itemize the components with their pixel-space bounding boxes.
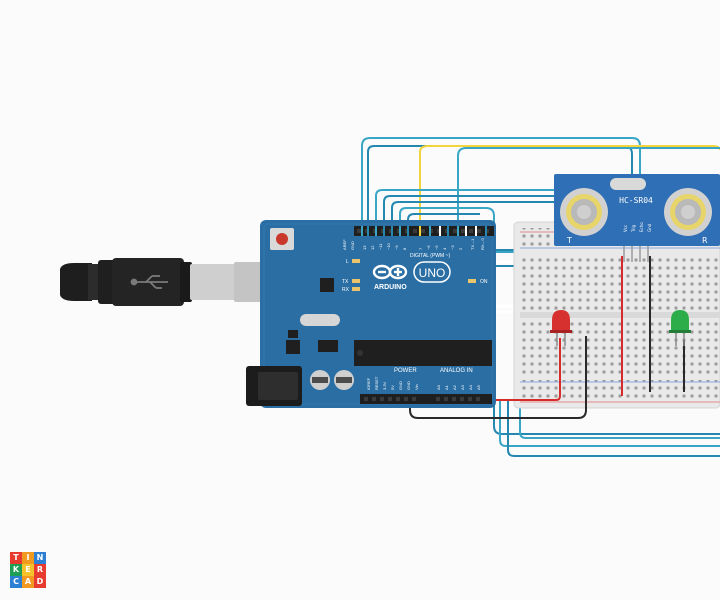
pin-label-8: 8	[402, 247, 407, 250]
pin-label-a3: A3	[460, 384, 465, 390]
receiver	[664, 188, 712, 236]
pin-label-2: 2	[458, 247, 463, 250]
green-led[interactable]	[669, 310, 691, 346]
bottom-header-pins	[364, 397, 480, 401]
breadboard-wires[interactable]	[406, 256, 685, 419]
led-rx	[352, 287, 360, 291]
usb-port	[234, 262, 264, 302]
logo-letter: C	[10, 576, 22, 588]
sensor-model: HC-SR04	[619, 196, 653, 205]
reset-button[interactable]	[270, 228, 294, 250]
pin-label-vin: Vin	[414, 384, 419, 390]
dc-jack-inner	[258, 372, 298, 400]
analog-label: ANALOG IN	[440, 368, 473, 374]
pin-label-reset: RESET	[374, 376, 379, 390]
pin-label-5: ~5	[434, 245, 439, 250]
regulator-body	[286, 340, 300, 354]
pin-label-gnd: GND	[350, 241, 355, 250]
logo-letter: T	[10, 552, 22, 564]
breadboard[interactable]	[513, 221, 720, 409]
led-label-rx: RX	[342, 287, 350, 293]
pin-label-5v: 5V	[390, 385, 395, 390]
uno-badge	[413, 261, 451, 283]
pin-label-13: 13	[362, 245, 367, 250]
logo-letter: E	[22, 564, 34, 576]
tinkercad-logo: T I N K E R C A D	[10, 552, 46, 588]
arduino-model: UNO	[419, 266, 446, 280]
led-label-tx: TX	[342, 279, 349, 285]
pin-label-7: 7	[418, 247, 423, 250]
pin-label-3v3: 3.3V	[382, 381, 387, 390]
logo-letter: A	[22, 576, 34, 588]
pin-label-11: ~11	[378, 243, 383, 250]
pin-label-aref: AREF	[342, 239, 347, 250]
sensor-pin-trig: Trig	[631, 224, 636, 233]
pin-label-ioref: IOREF	[366, 377, 371, 390]
pin-label-9: ~9	[394, 245, 399, 250]
logo-letter: I	[22, 552, 34, 564]
sensor-label-t: T	[566, 236, 572, 245]
power-led	[468, 279, 476, 283]
chip-notch	[357, 350, 363, 356]
pin-label-gnd2: GND	[406, 381, 411, 390]
logo-letter: N	[34, 552, 46, 564]
red-led[interactable]	[550, 310, 572, 346]
usb-symbol-icon	[130, 275, 168, 289]
led-l	[352, 259, 360, 263]
pin-label-4: 4	[442, 247, 447, 250]
logo-letter: D	[34, 576, 46, 588]
sensor-label-r: R	[702, 236, 708, 245]
pin-label-12: 12	[370, 245, 375, 250]
power-label: POWER	[394, 368, 417, 374]
led-tx	[352, 279, 360, 283]
led-label-l: L	[346, 259, 349, 265]
sensor-pin-gnd: Gnd	[647, 223, 652, 232]
digital-label: DIGITAL (PWM ~)	[410, 253, 450, 259]
pin-label-10: ~10	[386, 242, 391, 250]
pin-label-a5: A5	[476, 384, 481, 390]
regulator	[288, 330, 298, 338]
wire-ends	[361, 226, 487, 236]
logo-letter: R	[34, 564, 46, 576]
pin-label-gnd1: GND	[398, 381, 403, 390]
power-on-label: ON	[480, 279, 488, 285]
power-analog-header	[360, 394, 492, 404]
logo-letter: K	[10, 564, 22, 576]
arduino-infinity-logo-icon	[372, 264, 408, 280]
sensor-pin-vcc: Vcc	[623, 225, 628, 232]
usb-chip	[320, 278, 334, 292]
pin-label-tx1: TX→1	[470, 238, 475, 250]
transmitter	[560, 188, 608, 236]
arduino-brand: ARDUINO	[374, 284, 407, 291]
pin-label-a2: A2	[452, 384, 457, 390]
crystal	[300, 314, 340, 326]
usb-cable[interactable]	[60, 258, 264, 306]
pin-label-6: ~6	[426, 245, 431, 250]
pin-label-a4: A4	[468, 384, 473, 390]
pin-label-3: ~3	[450, 245, 455, 250]
arduino-uno-board[interactable]: AREF GND 13 12 ~11 ~10 ~9 8 7 ~6 ~5 4 ~3…	[246, 220, 496, 408]
atmega-chip	[354, 340, 492, 366]
small-chip	[318, 340, 338, 352]
sensor-pin-echo: Echo	[639, 222, 644, 232]
pin-label-rx0: RX←0	[480, 237, 485, 250]
ultrasonic-sensor[interactable]: HC-SR04 T R Vcc Trig Echo Gnd	[554, 174, 720, 262]
pin-label-a1: A1	[444, 384, 449, 390]
pin-label-a0: A0	[436, 384, 441, 390]
